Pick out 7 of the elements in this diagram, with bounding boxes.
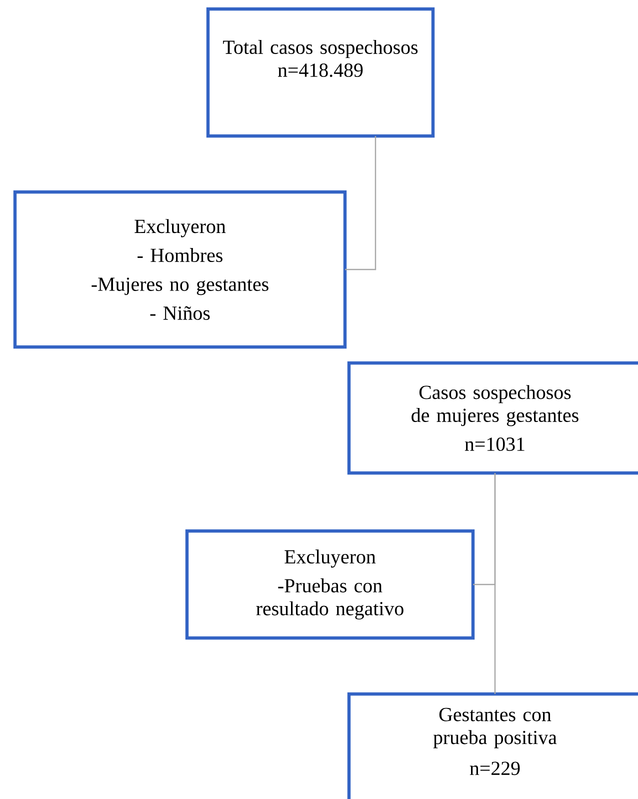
connector-line — [345, 136, 376, 270]
connector-line — [494, 473, 496, 694]
process-box: Excluyeron - Hombres -Mujeres no gestantes - Niños — [13, 190, 347, 349]
process-box: Excluyeron -Pruebas con resultado negativo — [185, 529, 475, 640]
process-box: Gestantes con prueba positiva n=229 — [347, 692, 638, 799]
process-box: Total casos sospechosos n=418.489 — [206, 7, 435, 138]
process-box: Casos sospechosos de mujeres gestantes n=1031 — [347, 361, 638, 475]
